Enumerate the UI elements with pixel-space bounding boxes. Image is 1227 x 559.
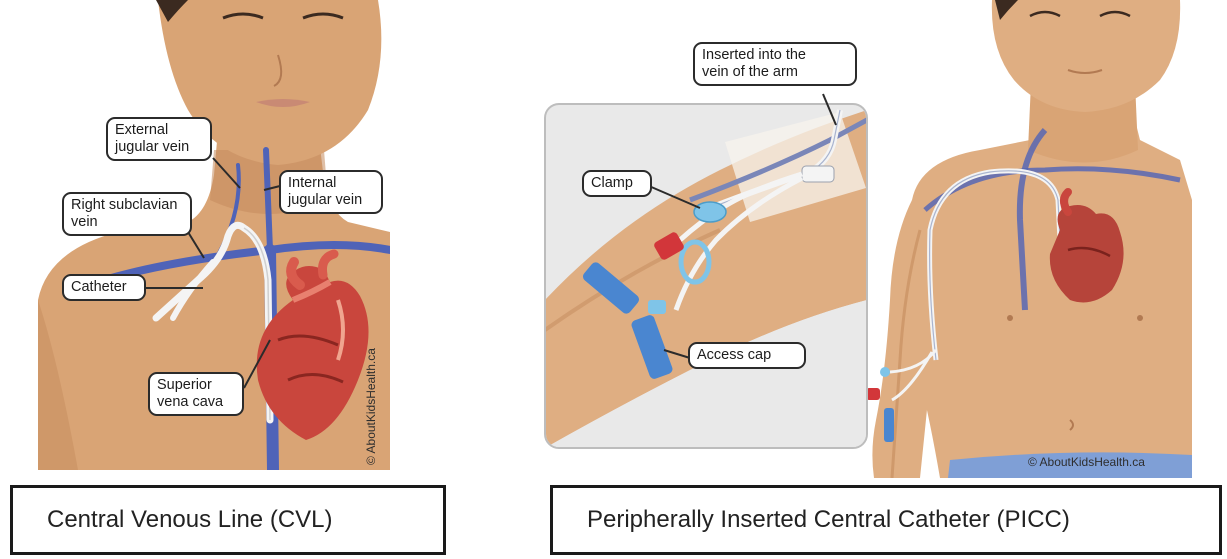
picc-credit: © AboutKidsHealth.ca [1028,455,1145,469]
access-cap-text: Access cap [697,347,772,363]
cvl-head [158,0,382,165]
cvl-hair [156,0,188,22]
cvl-caption: Central Venous Line (CVL) [47,506,333,533]
right-subclavian-vein-label: Right subclavian vein [62,192,192,236]
catheter-text: Catheter [71,279,127,295]
picc-caption-box: Peripherally Inserted Central Catheter (… [550,485,1222,555]
right-subclavian-vein-text: Right subclavian vein [71,197,178,230]
internal-jugular-vein-text: Internal jugular vein [288,175,363,208]
inserted-into-vein-label: Inserted into the vein of the arm [693,42,857,86]
cvl-credit: © AboutKidsHealth.ca [364,348,378,465]
picc-figure [540,0,1192,478]
cvl-heart [256,249,369,440]
access-cap-label: Access cap [688,342,806,369]
clamp-text: Clamp [591,175,633,191]
picc-caption: Peripherally Inserted Central Catheter (… [587,506,1070,533]
superior-vena-cava-text: Superior vena cava [157,377,224,410]
picc-inset [544,93,868,449]
cvl-figure [38,0,390,470]
picc-clamp-device [678,201,727,285]
internal-jugular-vein-label: Internal jugular vein [279,170,383,214]
external-jugular-vein-text: External jugular vein [115,122,190,155]
inserted-into-vein-text: Inserted into the vein of the arm [702,47,806,80]
catheter-label: Catheter [62,274,146,301]
clamp-label: Clamp [582,170,652,197]
superior-vena-cava-label: Superior vena cava [148,372,244,416]
cvl-caption-box: Central Venous Line (CVL) [10,485,446,555]
cvl-illustration: External jugular vein Internal jugular v… [38,0,390,470]
external-jugular-vein-label: External jugular vein [106,117,212,161]
picc-body [858,0,1192,478]
picc-illustration: Inserted into the vein of the arm Clamp … [540,0,1192,478]
